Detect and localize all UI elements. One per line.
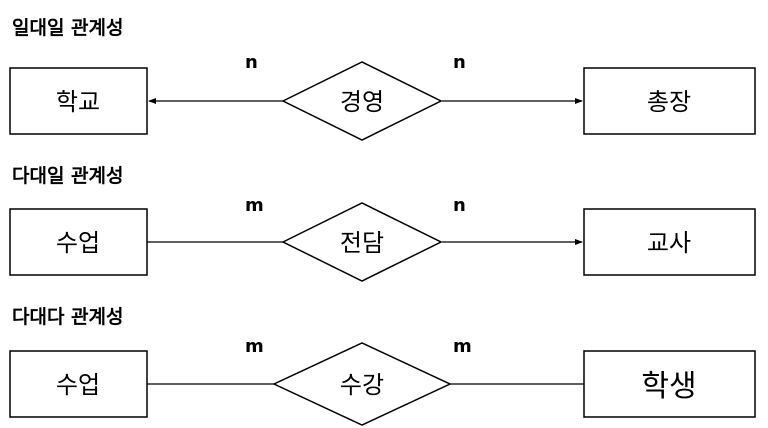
relationship-label: 수강 [340,371,384,399]
entity-label: 학생 [641,369,696,404]
section-many-to-many: 다대다 관계성 m m 수업 수강 학생 [9,306,756,426]
section-heading: 일대일 관계성 [12,17,124,39]
section-one-to-one: 일대일 관계성 n n 학교 경영 총장 [9,17,756,141]
relationship-label: 경영 [340,88,384,116]
entity-label: 학교 [56,88,100,116]
section-many-to-one: 다대일 관계성 m n 수업 전담 교사 [9,165,756,282]
relationship-diamond [281,61,443,141]
entity-box [583,67,756,135]
entity-box [583,208,756,276]
left-cardinality: m [245,336,264,357]
entity-right: 총장 [583,67,756,135]
relationship-diamond [281,202,443,282]
right-cardinality: n [453,195,466,216]
right-cardinality: m [453,336,472,357]
relationship: 수강 [272,342,452,426]
entity-label: 수업 [56,229,100,257]
section-heading: 다대일 관계성 [12,165,124,187]
entity-left: 수업 [9,350,148,418]
entity-box [9,350,148,418]
entity-right: 학생 [583,350,756,418]
entity-box [9,208,148,276]
entity-box [583,350,756,418]
relationship: 경영 [281,61,443,141]
relationship-diamond [272,342,452,426]
relationship-label: 전담 [340,229,384,257]
relationship: 전담 [281,202,443,282]
right-cardinality: n [453,52,466,73]
entity-left: 수업 [9,208,148,276]
entity-right: 교사 [583,208,756,276]
entity-label: 교사 [647,229,691,257]
section-heading: 다대다 관계성 [12,306,124,328]
entity-label: 수업 [56,371,100,399]
entity-box [9,67,148,135]
entity-label: 총장 [647,88,691,116]
left-cardinality: n [245,52,258,73]
entity-left: 학교 [9,67,148,135]
left-cardinality: m [245,195,264,216]
